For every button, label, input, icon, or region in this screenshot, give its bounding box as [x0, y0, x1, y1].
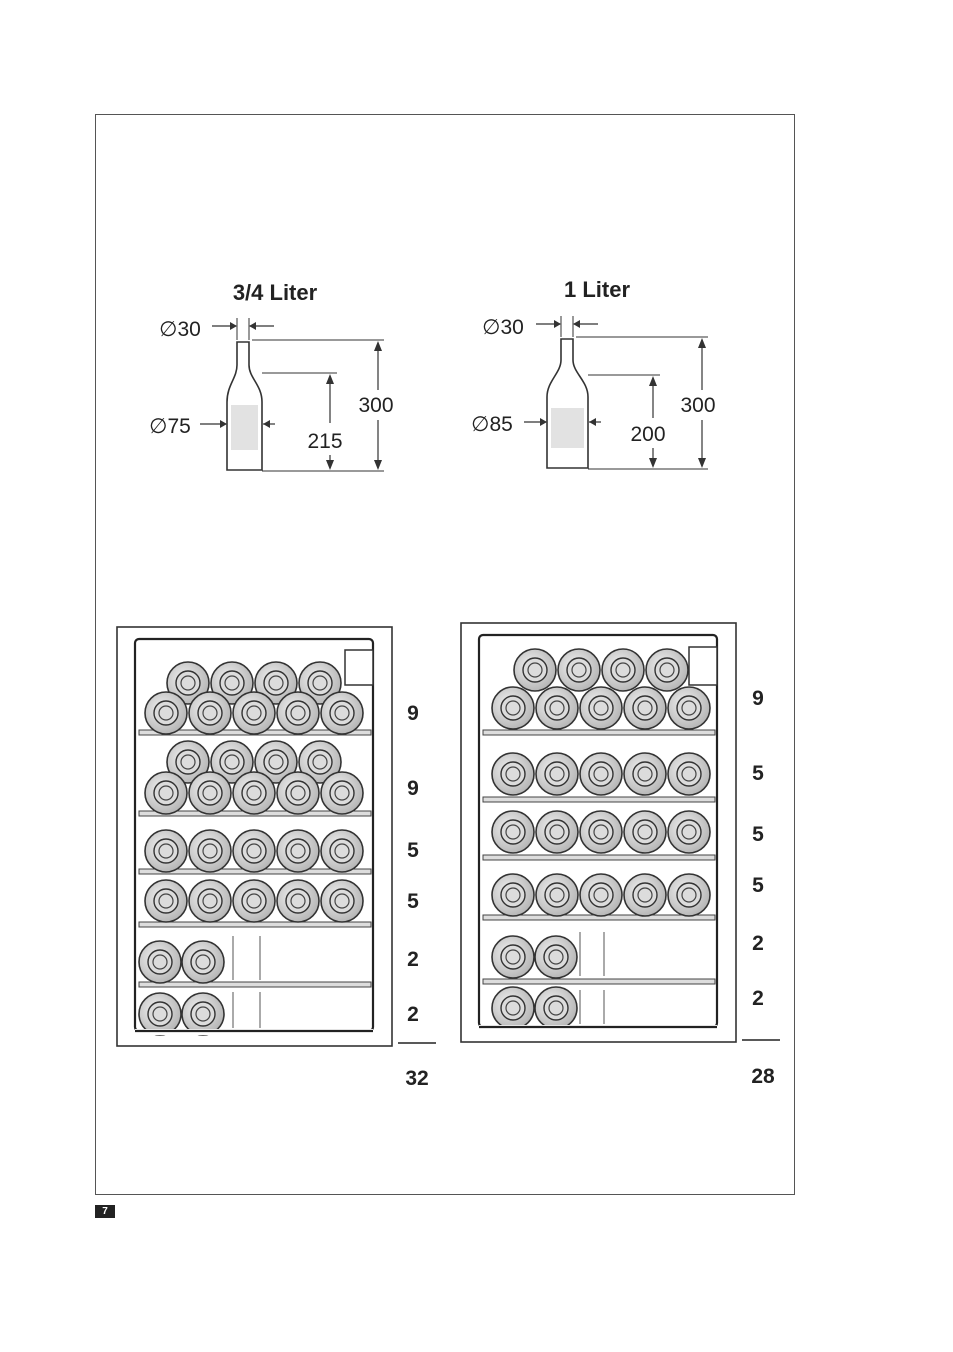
shelf-count: 2	[752, 932, 764, 955]
bottle-end	[492, 874, 710, 916]
rack-total: 28	[751, 1065, 775, 1088]
wine-bottle-icon	[547, 339, 588, 468]
shelf-count: 2	[407, 948, 419, 971]
bottle-end	[145, 830, 363, 872]
shelf-count: 5	[407, 839, 419, 862]
shelf-count: 5	[752, 762, 764, 785]
shelf-count: 5	[752, 823, 764, 846]
shelf-count: 9	[752, 687, 764, 710]
body-diameter-label: ∅75	[149, 415, 191, 438]
bottle-end	[492, 811, 710, 853]
wine-rack-right: 9 5 5 5 2 2 28	[461, 623, 780, 1088]
shelf-count: 5	[407, 890, 419, 913]
wine-rack-left: 9 9 5 5 2 2 32	[117, 627, 436, 1090]
bottle-title: 3/4 Liter	[233, 280, 318, 305]
total-height-label: 300	[680, 394, 715, 417]
bottle-end	[145, 880, 363, 922]
shoulder-height-label: 200	[630, 423, 665, 446]
neck-diameter-label: ∅30	[159, 318, 201, 341]
bottle-spec-100: 1 Liter ∅30 ∅85 200 300	[471, 277, 715, 469]
shelf-count: 2	[752, 987, 764, 1010]
shelf-count: 5	[752, 874, 764, 897]
page-number-badge: 7	[95, 1205, 115, 1218]
bottle-end	[492, 753, 710, 795]
shelf-count: 2	[407, 1003, 419, 1026]
bottle-title: 1 Liter	[564, 277, 630, 302]
shoulder-height-label: 215	[307, 430, 342, 453]
rack-total: 32	[405, 1067, 428, 1090]
total-height-label: 300	[358, 394, 393, 417]
body-diameter-label: ∅85	[471, 413, 513, 436]
shelf-count: 9	[407, 702, 419, 725]
neck-diameter-label: ∅30	[482, 316, 524, 339]
bottle-spec-075: 3/4 Liter ∅30 ∅75 215 300	[149, 280, 393, 471]
shelf-count: 9	[407, 777, 419, 800]
